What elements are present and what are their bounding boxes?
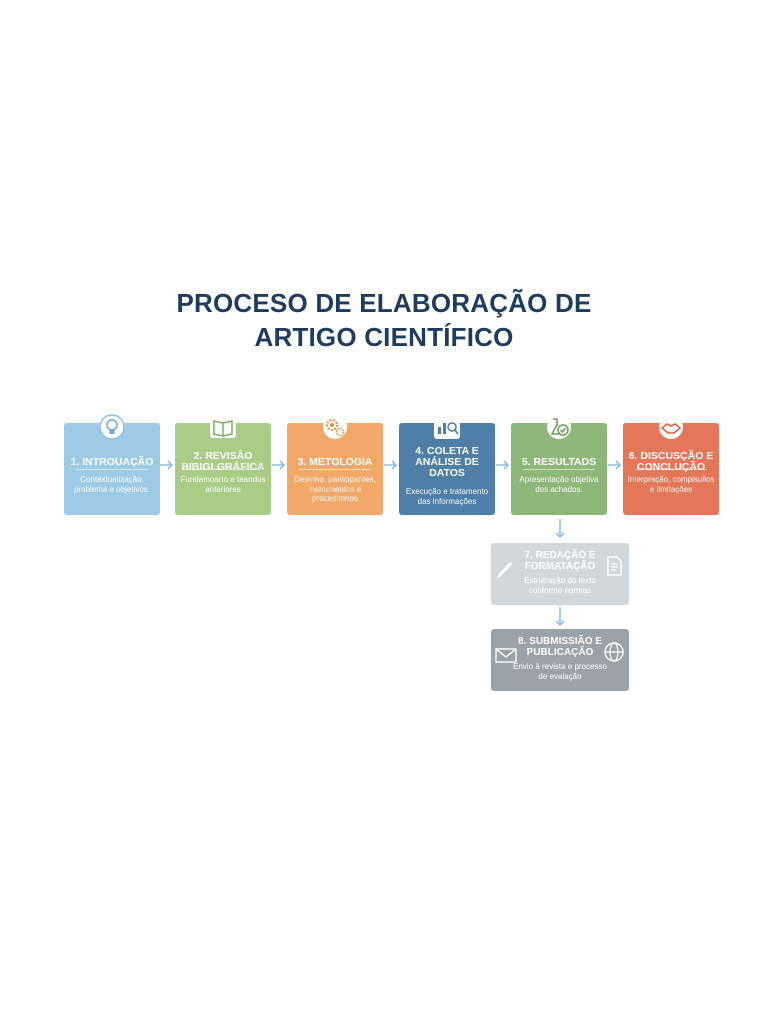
title-line-2: ARTIGO CIENTÍFICO xyxy=(254,322,514,352)
step-coleta-analise: 4. COLETA E ANÁLISE DE DATOS Execução e … xyxy=(399,415,495,515)
arrow-3-4 xyxy=(384,460,397,470)
handshake-icon xyxy=(659,415,683,439)
flask-check-icon xyxy=(547,415,571,439)
step-desc: Envio à revista e processo de evalação xyxy=(513,662,607,681)
step-discussao-conclusao: 6. DISCUSÇÃO E CONCLUÇÃO Interpração, co… xyxy=(623,415,719,515)
lightbulb-icon xyxy=(99,414,125,440)
step-metologia: 3. METOLOGIA Desmho, participantes, inst… xyxy=(287,415,383,515)
gears-icon xyxy=(323,415,347,439)
step-desc: Contextualização, problema e objetivos. xyxy=(73,475,151,494)
step-name: 2. REVISÃO BIBIGLGRÁFICA xyxy=(181,450,265,473)
step-desc: Fundamoarto e teandos anteriores xyxy=(180,475,266,494)
step-resultados: 5. RESULTADS Apresentação objetiva dos a… xyxy=(511,415,607,515)
arrow-4-5 xyxy=(496,460,509,470)
step-redacao-formatacao: 7. REDAÇÃO E FORMATAÇÃO Estrutração do t… xyxy=(491,543,629,605)
divider xyxy=(76,469,148,470)
divider xyxy=(635,469,707,470)
step-desc: Apresentação objetiva dos achados. xyxy=(519,475,599,494)
book-icon xyxy=(210,416,236,438)
arrow-1-2 xyxy=(160,460,173,470)
globe-icon xyxy=(604,642,624,662)
step-name: 5. RESULTADS xyxy=(521,455,597,468)
document-icon xyxy=(607,556,622,576)
step-revisao: 2. REVISÃO BIBIGLGRÁFICA Fundamoarto e t… xyxy=(175,416,271,515)
title-line-1: PROCESO DE ELABORAÇÃO DE xyxy=(176,288,592,318)
step-name: 6. DISCUSÇÃO E CONCLUÇÃO xyxy=(628,450,714,473)
page-title: PROCESO DE ELABORAÇÃO DE ARTIGO CIENTÍFI… xyxy=(0,286,768,354)
step-name: 7. REDAÇÃO E FORMATAÇÃO xyxy=(524,550,596,572)
arrow-7-8 xyxy=(555,607,565,626)
pen-icon xyxy=(497,561,513,578)
step-introducao: 1. INTROUAÇÃO Contextualização, problema… xyxy=(64,414,160,515)
divider xyxy=(299,469,371,470)
step-name: 3. METOLOGIA xyxy=(297,455,373,468)
arrow-5-7 xyxy=(555,519,565,538)
step-desc: Estrutração do texto conforme normas xyxy=(524,576,596,595)
arrow-2-3 xyxy=(272,460,285,470)
step-name: 8. SUBMISSIÃO E PUBLICAÇÃO xyxy=(518,636,602,658)
step-desc: Execução e tratamento das informações xyxy=(405,487,489,506)
step-name: 4. COLETA E ANÁLISE DE DATOS xyxy=(415,444,479,479)
step-submissao-publicacao: 8. SUBMISSIÃO E PUBLICAÇÃO Envio à revis… xyxy=(491,629,629,691)
step-desc: Interpração, compisullos e limitações xyxy=(627,475,715,494)
step-name: 1. INTROUAÇÃO xyxy=(70,455,154,468)
chart-magnifier-icon xyxy=(434,415,460,439)
arrow-5-6 xyxy=(608,460,621,470)
divider xyxy=(523,469,595,470)
step-desc: Desmho, participantes, instrumentos e pr… xyxy=(294,475,376,503)
envelope-icon xyxy=(495,648,517,663)
divider xyxy=(187,469,259,470)
